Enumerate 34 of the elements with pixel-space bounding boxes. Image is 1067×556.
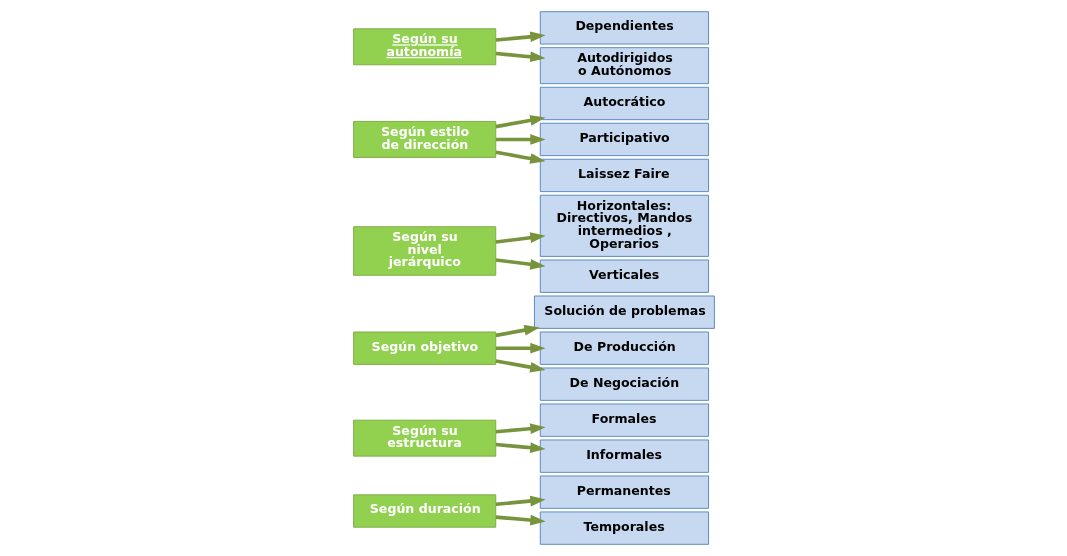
arrow	[495, 51, 546, 63]
arrow	[495, 232, 546, 244]
node-box: Temporales	[539, 511, 709, 545]
node-box: Según estilo de dirección	[352, 121, 496, 158]
node-box: De Negociación	[539, 367, 709, 401]
arrow	[495, 359, 546, 373]
node-box: Según objetivo	[352, 331, 496, 365]
arrow	[495, 514, 546, 526]
node-box: Según su nivel jerárquico	[352, 226, 496, 276]
arrow	[495, 258, 546, 270]
node-box: Autocrático	[539, 86, 709, 121]
node-box: Permanentes	[539, 475, 709, 509]
node-box: Según su estructura	[352, 419, 496, 457]
node-box: Verticales	[539, 259, 709, 293]
node-box: Según duración	[352, 494, 496, 528]
arrow	[495, 495, 546, 507]
arrow	[495, 442, 546, 454]
arrow	[495, 150, 546, 164]
arrow	[495, 31, 546, 43]
node-box: Autodirigidos o Autónomos	[539, 47, 709, 85]
node-box: Según su autonomía	[352, 28, 496, 66]
arrow	[495, 423, 546, 434]
node-box: Solución de problemas	[533, 295, 715, 329]
arrow	[495, 342, 546, 354]
node-box: De Producción	[539, 331, 709, 365]
arrow	[495, 134, 546, 145]
arrow	[495, 115, 546, 129]
node-box: Participativo	[539, 122, 709, 157]
node-box: Laissez Faire	[539, 158, 709, 193]
node-box: Informales	[539, 439, 709, 473]
node-box: Dependientes	[539, 11, 709, 45]
node-box: Formales	[539, 403, 709, 437]
node-box: Horizontales: Directivos, Mandos intermedios , Operarios	[539, 194, 709, 257]
arrow	[495, 324, 540, 338]
